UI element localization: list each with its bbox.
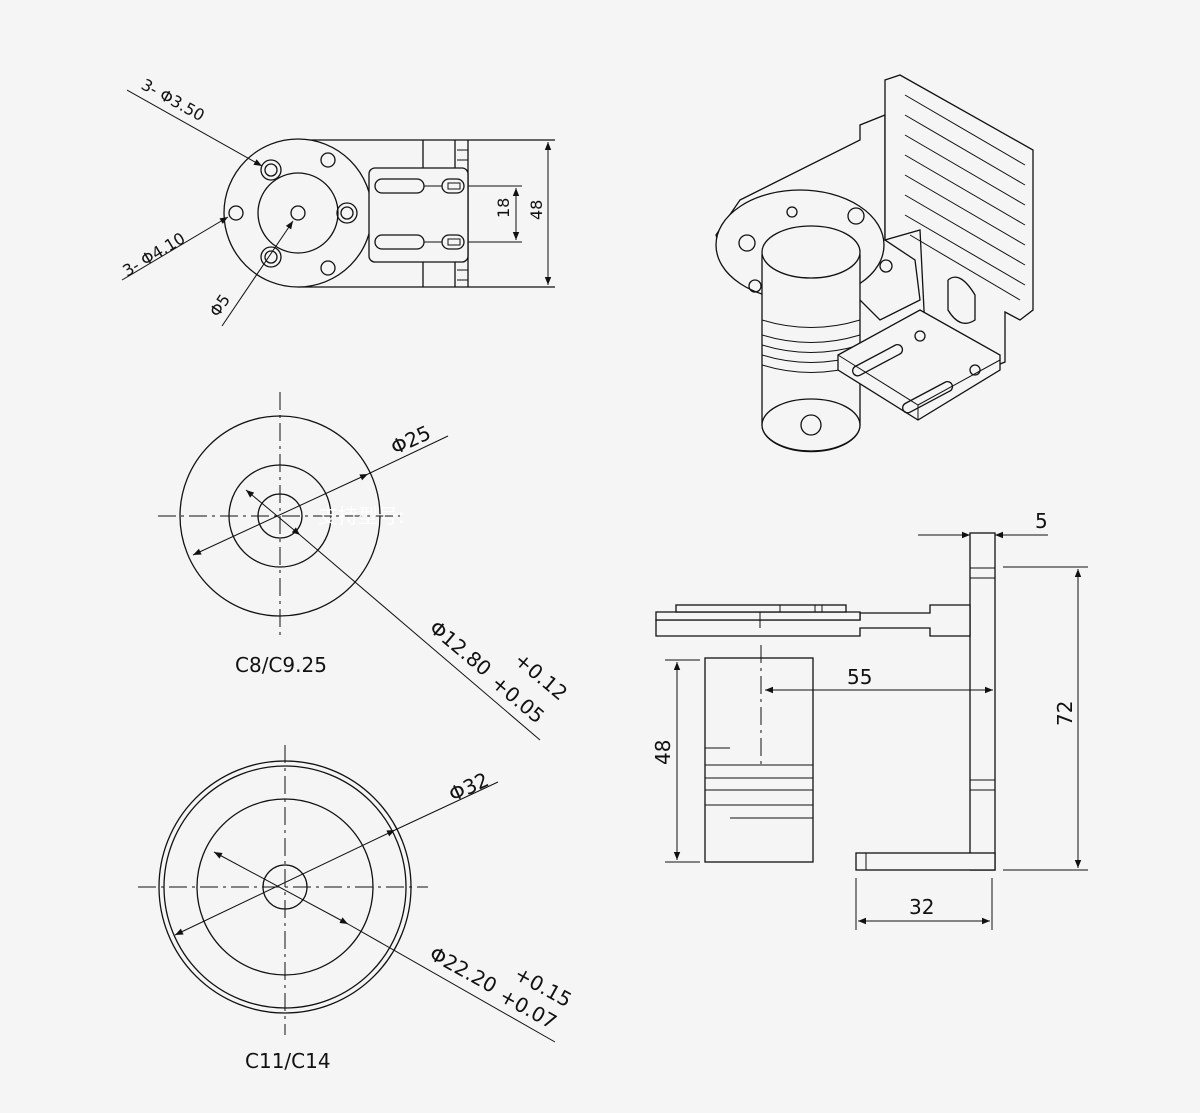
watermark: 支持型号: (318, 504, 405, 528)
top-view: 18 48 3- Φ3.50 3- Φ4.10 Φ5 (119, 75, 555, 327)
side-view: 5 72 55 48 32 (651, 509, 1088, 930)
dim-base-width: 32 (909, 895, 934, 919)
hub-large-caption: C11/C14 (245, 1049, 331, 1073)
isometric-view (715, 74, 1034, 453)
dim-height-side: 72 (1053, 701, 1077, 726)
hub-large-outer-dia: Φ32 (445, 767, 492, 806)
hub-small-view: Φ25 Φ12.80 +0.12 +0.05 C8/C9.25 支持型号: (158, 392, 572, 741)
dim-slot-spacing: 18 (494, 198, 513, 218)
hub-large-view: Φ32 Φ22.20 +0.15 +0.07 C11/C14 (138, 745, 576, 1073)
dim-body-height: 48 (651, 740, 675, 765)
dim-thickness: 5 (1035, 509, 1048, 533)
dim-height-top: 48 (527, 200, 546, 220)
hole-a-label: 3- Φ3.50 (138, 75, 208, 125)
hole-b-label: 3- Φ4.10 (119, 228, 188, 280)
center-hole-label: Φ5 (206, 291, 234, 321)
hub-small-caption: C8/C9.25 (235, 653, 327, 677)
dim-offset: 55 (847, 665, 872, 689)
hub-small-bore: Φ12.80 (425, 615, 496, 680)
